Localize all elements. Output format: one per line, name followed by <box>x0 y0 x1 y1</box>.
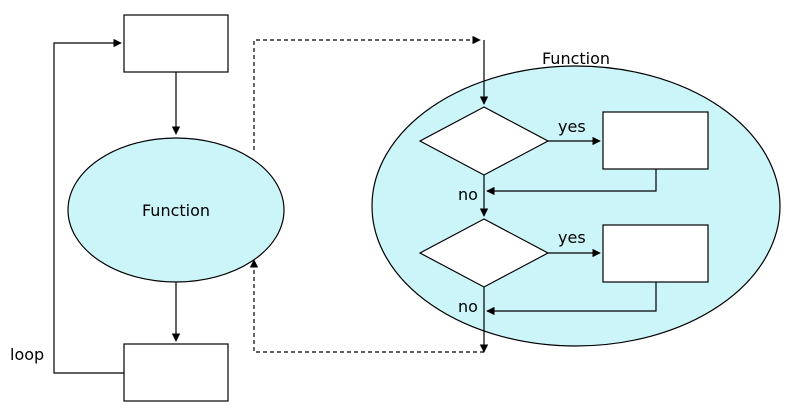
loop-label: loop <box>10 345 44 364</box>
process-box-2 <box>602 224 709 283</box>
left-function-label: Function <box>142 201 210 220</box>
process-box-1 <box>602 111 709 170</box>
yes-label-2: yes <box>558 228 586 247</box>
top-process-box <box>123 14 229 73</box>
dashed-connector-out <box>253 35 481 150</box>
right-function-label: Function <box>542 49 610 68</box>
loop-arrow <box>53 38 124 374</box>
return-arrow-1 <box>486 169 657 196</box>
right-function-ellipse <box>371 65 781 347</box>
no-label-1: no <box>458 185 478 204</box>
no-label-2: no <box>458 297 478 316</box>
return-arrow-2 <box>486 282 657 316</box>
bottom-process-box <box>123 343 229 402</box>
yes-label-1: yes <box>558 117 586 136</box>
